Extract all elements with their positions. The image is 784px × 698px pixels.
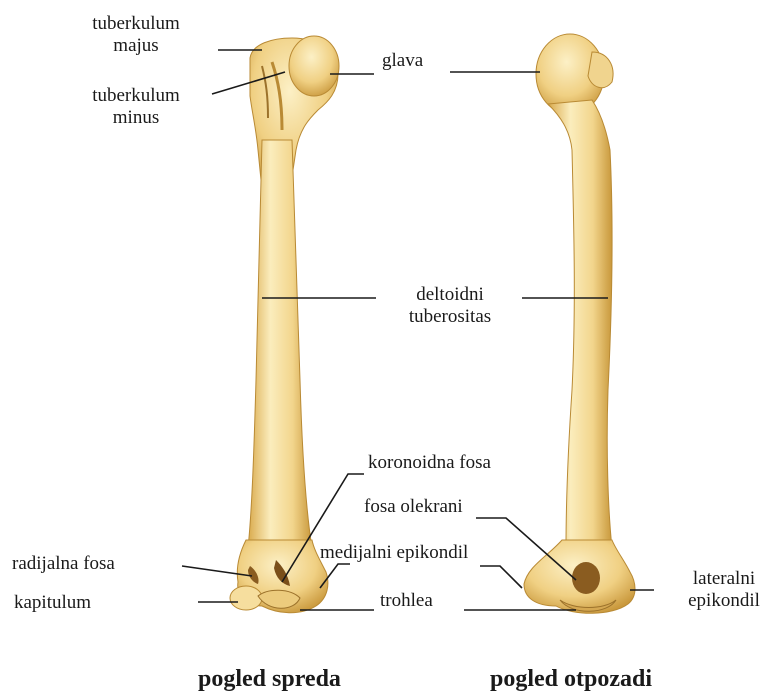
caption-back-view: pogled otpozadi <box>490 666 652 693</box>
label-kapitulum: kapitulum <box>14 592 91 614</box>
label-deltoidni-line1: deltoidni <box>380 284 520 306</box>
label-tuberkulum-minus-line1: tuberkulum <box>74 85 198 107</box>
back-shaft <box>548 100 612 548</box>
label-glava: glava <box>382 50 423 72</box>
label-tuberkulum-minus-line2: minus <box>74 107 198 129</box>
label-deltoidni-line2: tuberositas <box>380 306 520 328</box>
label-tuberkulum-minus: tuberkulum minus <box>74 85 198 129</box>
humerus-front <box>230 36 339 613</box>
label-medijalni-epikondil: medijalni epikondil <box>320 542 468 564</box>
label-koronoidna-fosa: koronoidna fosa <box>368 452 491 474</box>
leader-medijalni-back <box>480 566 522 588</box>
label-tuberkulum-majus: tuberkulum majus <box>74 13 198 57</box>
label-tuberkulum-majus-line1: tuberkulum <box>74 13 198 35</box>
label-lateralni-line2: epikondil <box>672 590 776 612</box>
label-lateralni-epikondil: lateralni epikondil <box>672 568 776 612</box>
back-olecranon-fossa <box>572 562 600 594</box>
front-shaft <box>248 140 312 548</box>
back-greater-tubercle <box>588 52 613 88</box>
caption-front-view: pogled spreda <box>198 666 341 693</box>
label-trohlea: trohlea <box>380 590 433 612</box>
humerus-back <box>524 34 635 613</box>
label-tuberkulum-majus-line2: majus <box>74 35 198 57</box>
label-deltoidni-tuberositas: deltoidni tuberositas <box>380 284 520 328</box>
front-head <box>289 36 339 96</box>
label-radijalna-fosa: radijalna fosa <box>12 553 115 575</box>
label-lateralni-line1: lateralni <box>672 568 776 590</box>
front-capitulum <box>230 586 262 610</box>
label-fosa-olekrani: fosa olekrani <box>364 496 463 518</box>
